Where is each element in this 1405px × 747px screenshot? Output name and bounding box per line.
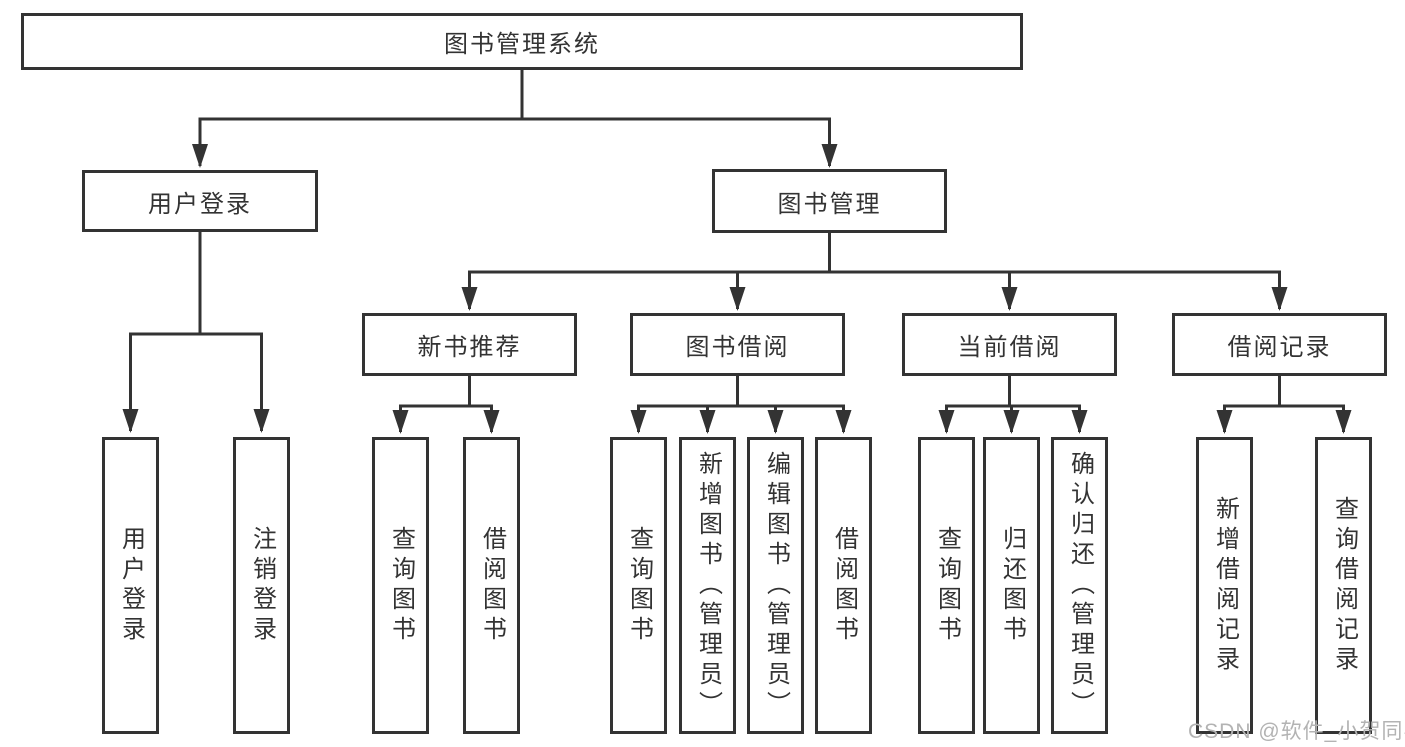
- leaf-logout: 注销登录: [233, 437, 290, 734]
- node-book-borrowing: 图书借阅: [630, 313, 845, 376]
- node-book-management: 图书管理: [712, 169, 947, 233]
- leaf-edit-books-admin: 编辑图书（管理员）: [747, 437, 804, 734]
- leaf-add-books-admin: 新增图书（管理员）: [679, 437, 736, 734]
- node-current-borrowing: 当前借阅: [902, 313, 1117, 376]
- leaf-confirm-return-admin: 确认归还（管理员）: [1051, 437, 1108, 734]
- leaf-query-books-current: 查询图书: [918, 437, 975, 734]
- leaf-query-borrow-record: 查询借阅记录: [1315, 437, 1372, 734]
- leaf-add-borrow-record: 新增借阅记录: [1196, 437, 1253, 734]
- leaf-return-books: 归还图书: [983, 437, 1040, 734]
- node-borrowing-records: 借阅记录: [1172, 313, 1387, 376]
- leaf-query-books-recommend: 查询图书: [372, 437, 429, 734]
- leaf-borrow-books-recommend: 借阅图书: [463, 437, 520, 734]
- node-new-book-recommend: 新书推荐: [362, 313, 577, 376]
- node-root-system: 图书管理系统: [21, 13, 1023, 70]
- csdn-watermark: CSDN @软件_小贺同学: [1188, 720, 1405, 743]
- node-user-login: 用户登录: [82, 170, 318, 232]
- leaf-query-books-borrow: 查询图书: [610, 437, 667, 734]
- leaf-borrow-books: 借阅图书: [815, 437, 872, 734]
- leaf-user-login: 用户登录: [102, 437, 159, 734]
